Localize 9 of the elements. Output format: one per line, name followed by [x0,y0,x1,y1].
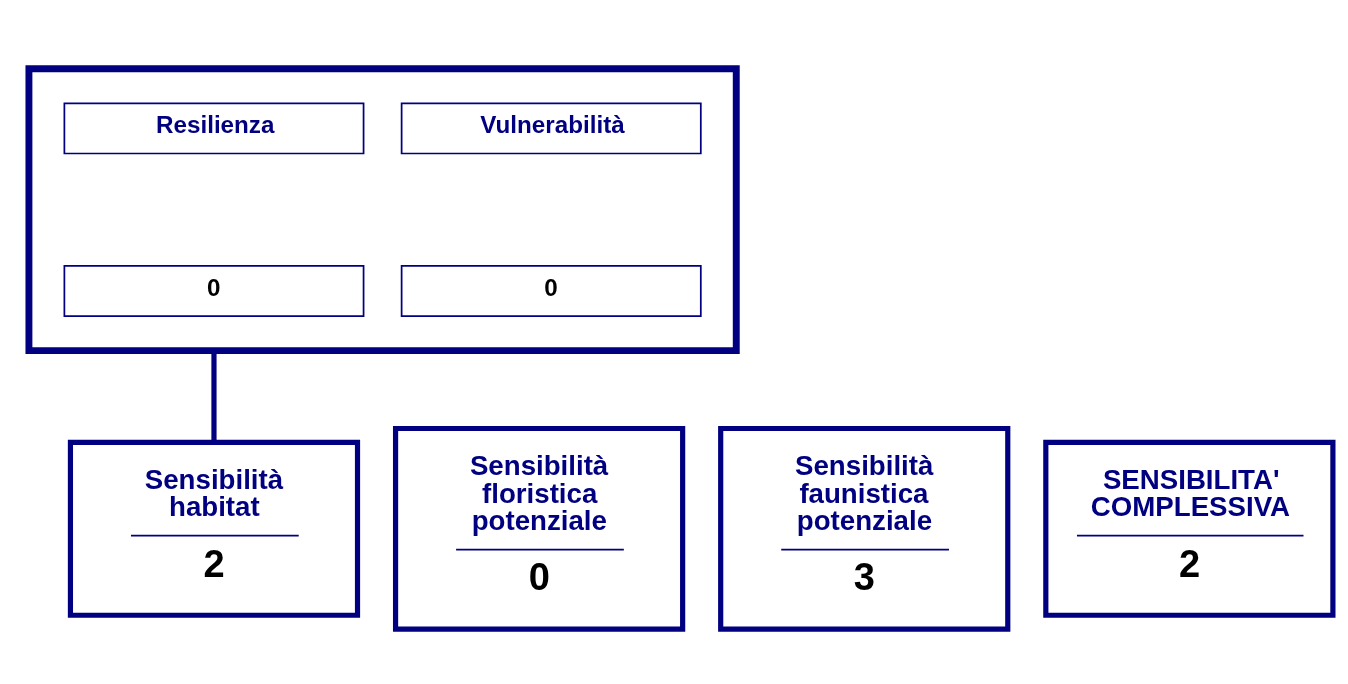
node-box: Sensibilità floristica potenziale 0 [392,425,686,632]
node-box: Resilienza [63,102,365,155]
node-box: Vulnerabilità [400,102,702,155]
cluster [25,65,740,355]
node-box: Sensibilità habitat 2 [67,439,361,618]
node-box: Sensibilità faunistica potenziale 3 [718,425,1011,632]
node-box: SENSIBILITA' COMPLESSIVA 2 [1043,439,1336,618]
node-box: 0 [63,265,365,317]
node-box: 0 [400,265,702,317]
